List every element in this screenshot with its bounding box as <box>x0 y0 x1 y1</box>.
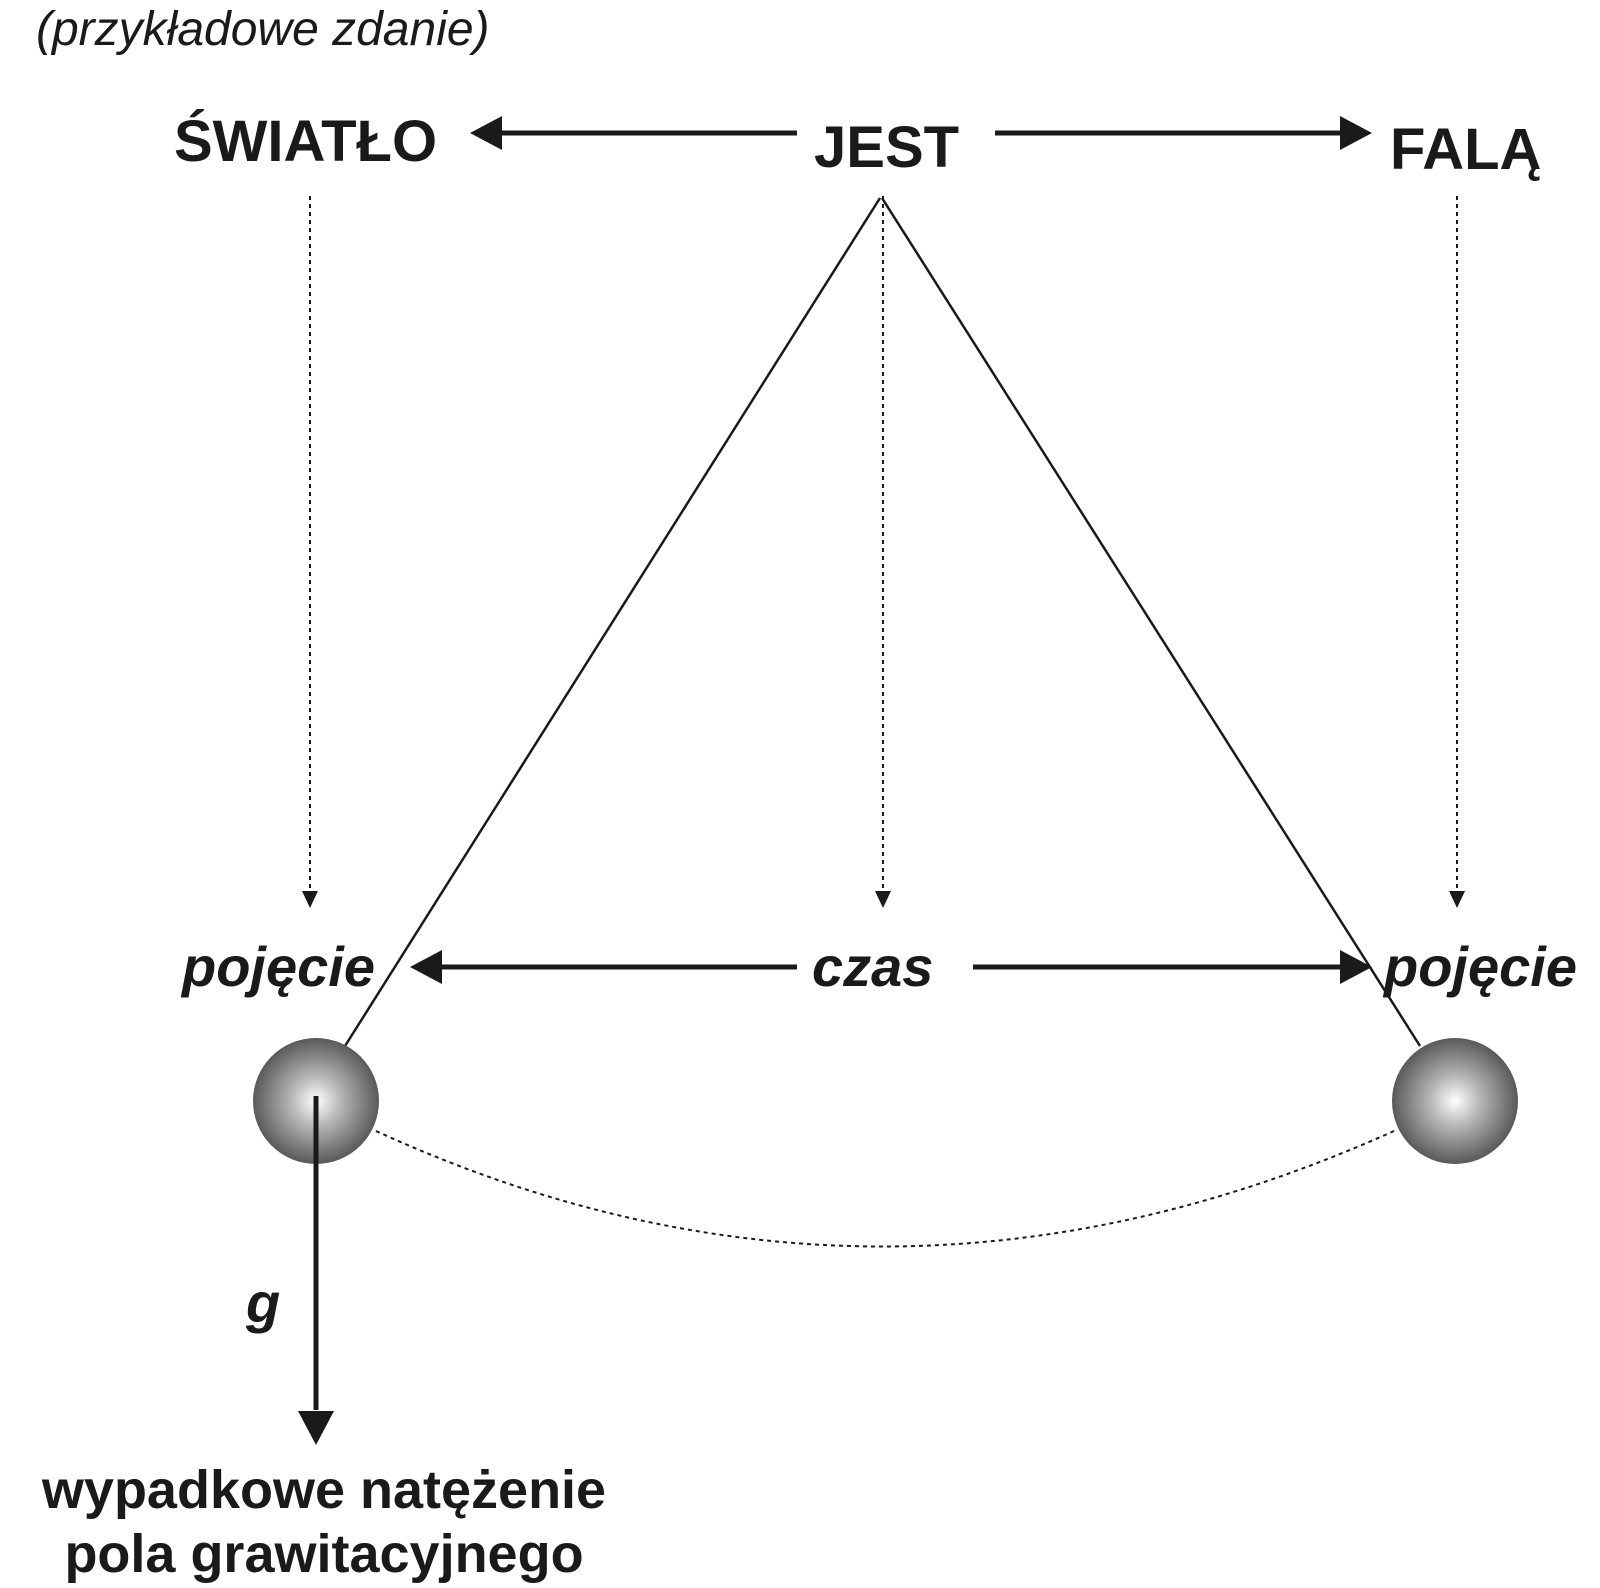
dotted-arrow-swiatlo-to-pojecie <box>302 196 318 908</box>
swing-arc <box>375 1130 1395 1248</box>
sentence-verb: JEST <box>814 115 960 180</box>
example-sentence-caption: (przykładowe zdanie) <box>36 3 490 56</box>
gravity-vector-arrow <box>298 1096 334 1445</box>
arrow-jest-to-swiatlo <box>470 116 797 150</box>
concept-right: pojęcie <box>1384 935 1577 998</box>
sentence-subject: ŚWIATŁO <box>174 109 438 174</box>
sentence-object: FALĄ <box>1390 117 1542 182</box>
result-label-line-2: pola grawitacyjnego <box>64 1524 584 1584</box>
pendulum-ball-right <box>1392 1038 1518 1164</box>
pendulum-string-right <box>880 197 1422 1047</box>
dotted-arrow-jest-to-czas <box>875 196 891 908</box>
vector-label: g <box>246 1271 281 1334</box>
pendulum-string-left <box>343 197 882 1047</box>
arrow-czas-to-pojecie-left <box>410 950 797 984</box>
concept-left: pojęcie <box>182 935 375 998</box>
arrow-czas-to-pojecie-right <box>973 950 1372 984</box>
arrow-jest-to-fala <box>995 116 1372 150</box>
result-label-line-1: wypadkowe natężenie <box>41 1460 607 1520</box>
dotted-arrow-fala-to-pojecie <box>1449 196 1465 908</box>
concept-center: czas <box>812 935 934 998</box>
